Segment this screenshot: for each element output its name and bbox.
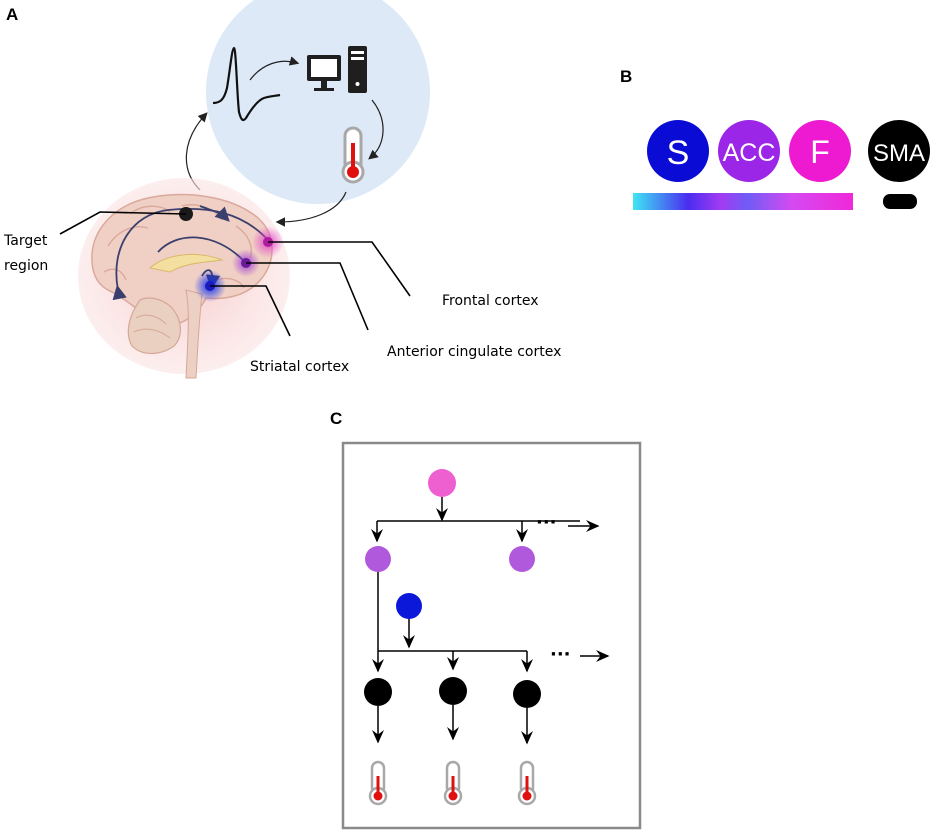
panel-c-label: C [330,409,342,428]
target-region-label: Target [3,233,48,249]
panel-b-label: B [620,67,632,86]
waveform-icon [212,46,281,122]
panel-c-frame [341,441,642,830]
sma-node-1 [364,678,392,706]
ellipsis-level-2: ··· [550,644,571,665]
pathway-mid-arrow [199,205,230,222]
sma-node-3 [513,680,541,708]
gradient-bar [633,193,853,210]
leader-target-region [59,211,187,235]
leader-acc [246,262,369,331]
leader-frontal-cortex [268,241,411,297]
target-region-label-line2: region [4,258,48,274]
loop-arrow-computer-to-thermometer [368,99,384,160]
thermometer-icon-1 [368,760,388,806]
panel-a-label: A [6,5,18,24]
node-frontal: F [789,120,851,182]
sma-node-2 [439,677,467,705]
thermometer-icon-2 [443,760,463,806]
monitor-icon [307,55,341,91]
ellipsis-level-1: ··· [536,512,557,533]
striatal-cortex-label: Striatal cortex [250,359,349,375]
loop-arrow-waveform-to-computer [249,56,300,81]
node-label-acc: ACC [723,139,776,167]
node-acc: ACC [718,120,780,182]
leader-striatal-cortex [210,285,291,337]
thermometer-icon-3 [517,760,537,806]
node-label-sma: SMA [873,140,925,167]
loop-arrow-thermometer-to-brain [275,191,347,227]
computer-tower-icon [348,46,367,93]
feedback-loop-background [206,0,430,204]
node-striatal: S [647,120,709,182]
striatal-node [396,593,422,619]
frontal-node [428,469,456,497]
thermometer-icon [341,126,365,184]
acc-node-left [365,546,391,572]
pathway-main-arc [112,207,269,301]
pathway-arc-to-acc [157,236,246,263]
acc-node-right [509,546,535,572]
frontal-cortex-label: Frontal cortex [442,293,539,309]
acc-label: Anterior cingulate cortex [387,344,561,360]
sma-bar [883,194,917,209]
node-label-f: F [810,134,830,170]
node-sma: SMA [868,120,930,182]
node-label-s: S [667,134,690,172]
